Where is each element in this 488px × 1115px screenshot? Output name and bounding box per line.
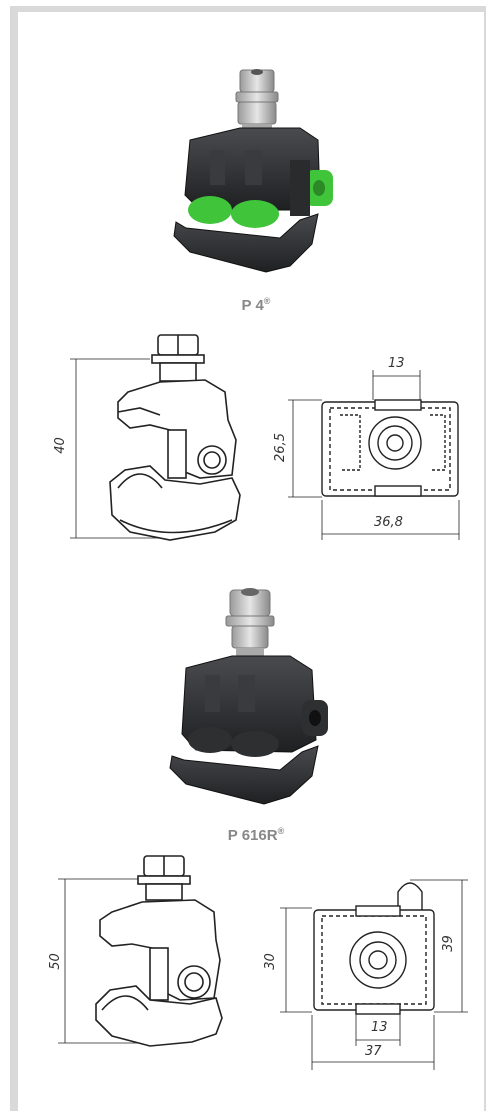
top-drawing-p4 <box>288 370 460 540</box>
product-photo-p616r <box>169 588 328 805</box>
dim-depth-p616r: 30 <box>262 953 278 970</box>
registered-mark: ® <box>277 826 285 836</box>
dim-height-p4: 40 <box>52 437 68 454</box>
dim-bolt-p4: 13 <box>388 356 405 371</box>
product-title-p4: P 4® <box>176 296 336 314</box>
side-drawing-p616r <box>58 855 223 1047</box>
dim-width-p4: 36,8 <box>374 515 403 530</box>
top-drawing-p616r <box>280 879 468 1070</box>
registered-mark: ® <box>263 296 271 306</box>
dim-width-p616r: 37 <box>365 1044 382 1059</box>
product-p4-accent-inserts <box>188 170 333 228</box>
product-name: P 4 <box>241 297 264 314</box>
product-title-p616r: P 616R® <box>176 826 336 844</box>
dim-depth-p4: 26,5 <box>272 433 288 462</box>
side-drawing-p4 <box>70 334 241 541</box>
product-p616r-accent-inserts <box>188 700 328 757</box>
dim-total-p616r: 39 <box>440 935 456 952</box>
dim-bolt-p616r: 13 <box>371 1020 388 1035</box>
product-photo-p4 <box>173 69 333 273</box>
product-name: P 616R <box>227 827 278 844</box>
dim-height-p616r: 50 <box>47 953 63 970</box>
